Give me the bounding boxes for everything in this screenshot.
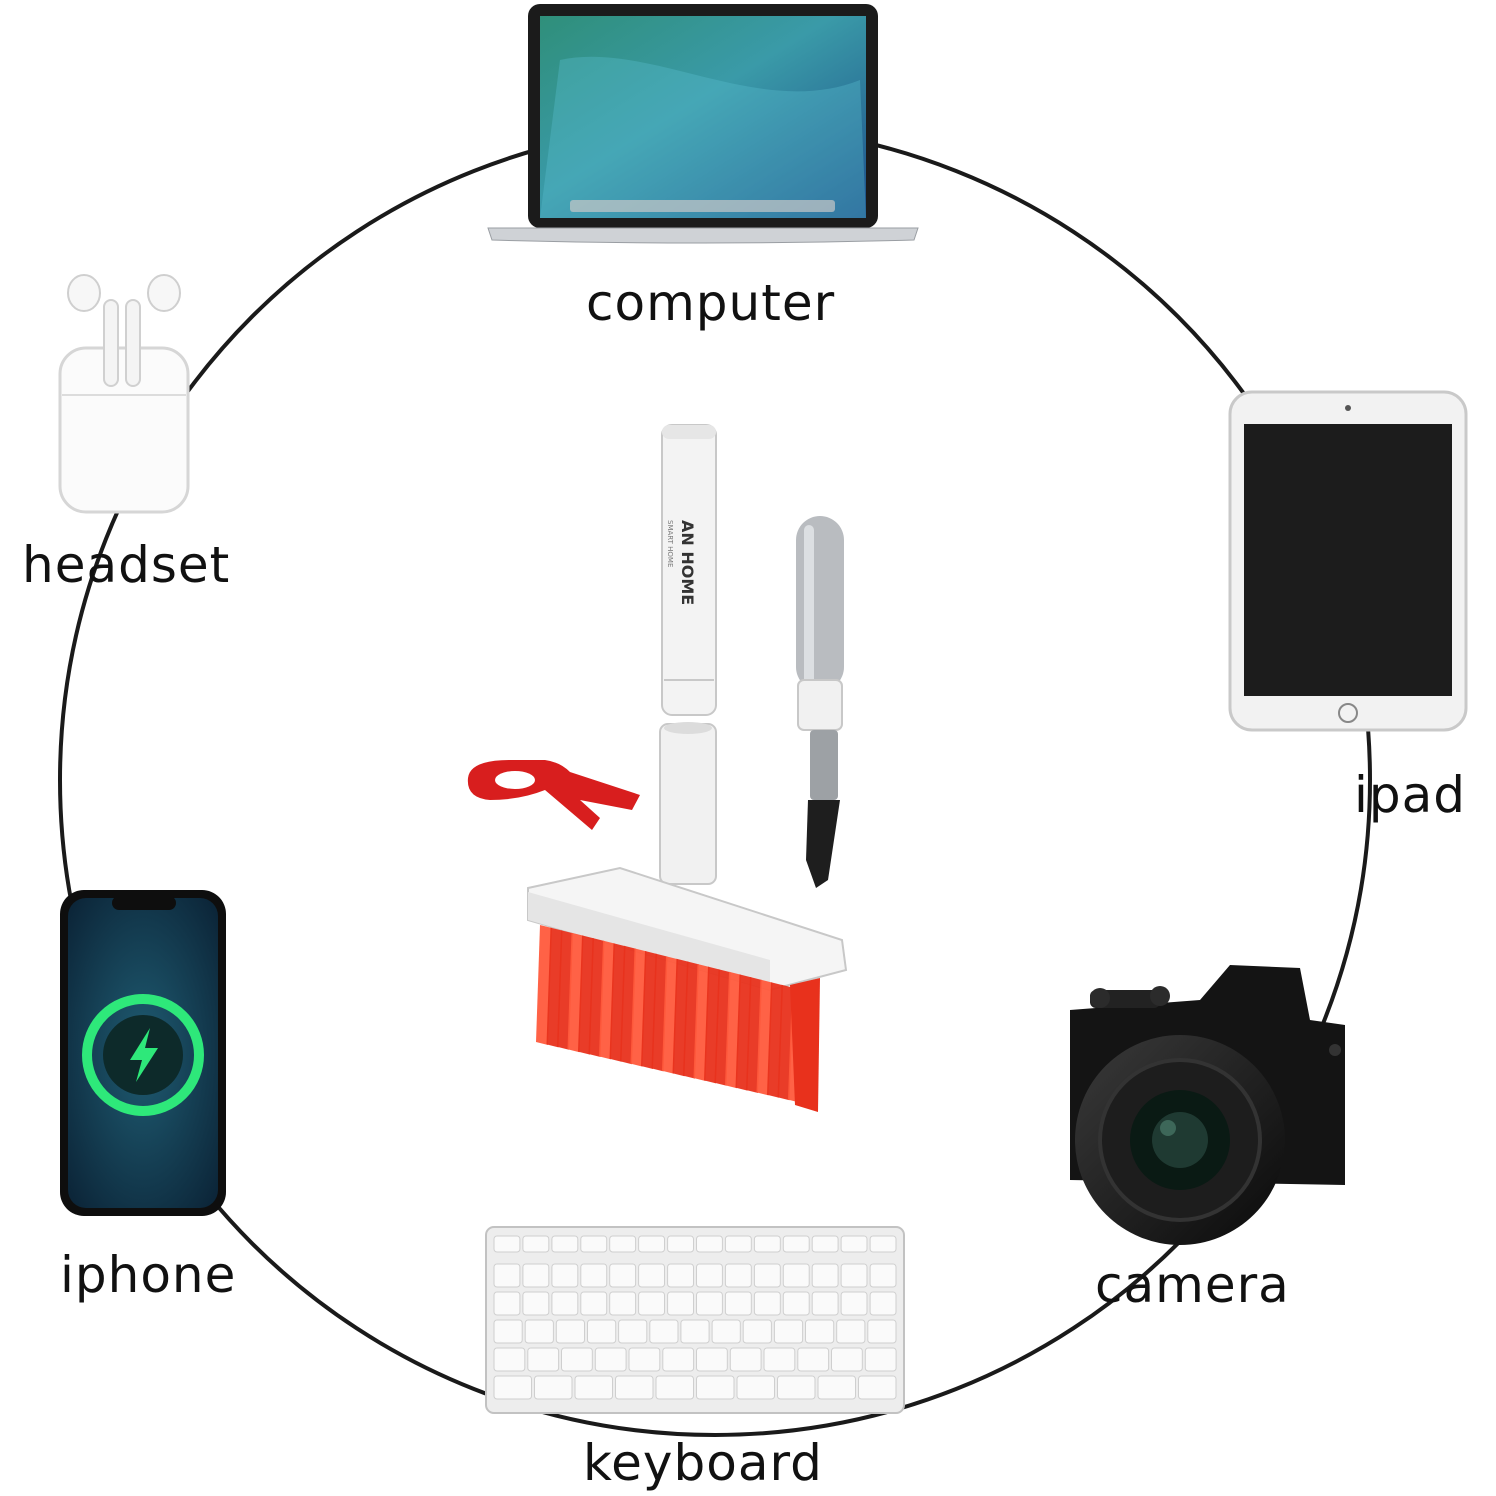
- keyboard-key: [551, 1263, 579, 1288]
- keyboard-key: [615, 1375, 654, 1400]
- keyboard-key: [696, 1375, 735, 1400]
- label-computer: computer: [586, 274, 836, 332]
- keyboard-key: [840, 1291, 868, 1316]
- keyboard-key: [594, 1347, 627, 1372]
- brand-label: AN HOME: [678, 520, 697, 605]
- keyboard-key: [797, 1347, 830, 1372]
- keyboard-key: [618, 1319, 648, 1344]
- keyboard-key: [840, 1263, 868, 1288]
- keyboard-key: [555, 1319, 585, 1344]
- label-camera: camera: [1095, 1256, 1290, 1314]
- keyboard-key: [724, 1263, 752, 1288]
- keyboard-key: [773, 1319, 804, 1344]
- keyboard-key: [493, 1291, 521, 1316]
- bristle-tuft: [790, 978, 820, 1112]
- ipad-icon: [1228, 390, 1468, 732]
- keyboard-key: [667, 1235, 694, 1253]
- keyboard-key: [493, 1263, 521, 1288]
- label-iphone: iphone: [60, 1246, 237, 1304]
- keyboard-key: [817, 1375, 856, 1400]
- label-headset: headset: [22, 536, 231, 594]
- keyboard-key: [609, 1291, 637, 1316]
- keyboard-key: [587, 1319, 617, 1344]
- keyboard-key: [638, 1235, 665, 1253]
- keyboard-key: [551, 1291, 579, 1316]
- keyboard-key: [574, 1375, 613, 1400]
- keyboard-key: [638, 1263, 665, 1288]
- keyboard-key: [493, 1235, 521, 1253]
- keyboard-key: [724, 1291, 752, 1316]
- keyboard-key: [782, 1235, 810, 1253]
- keyboard-key: [831, 1347, 863, 1372]
- keyboard-key: [867, 1319, 897, 1344]
- keyboard-key: [811, 1235, 839, 1253]
- keyboard-key: [782, 1263, 810, 1288]
- keyboard-brush-icon: [527, 866, 848, 1112]
- keyboard-key: [551, 1235, 579, 1253]
- keyboard-key: [724, 1235, 752, 1253]
- keyboard-key: [655, 1375, 694, 1400]
- keyboard-key: [696, 1263, 723, 1288]
- keyboard-key: [811, 1263, 839, 1288]
- headset-icon: [58, 274, 190, 514]
- keyboard-key: [869, 1235, 897, 1253]
- laptop-icon: [487, 4, 919, 244]
- keyboard-key: [869, 1291, 897, 1316]
- keyboard-key: [753, 1263, 781, 1288]
- keyboard-key: [667, 1263, 694, 1288]
- keycap-puller-icon: [467, 760, 640, 830]
- keyboard-key: [696, 1235, 723, 1253]
- keyboard-key: [638, 1291, 665, 1316]
- brand-sub-label: SMART HOME: [666, 520, 674, 567]
- keyboard-key: [753, 1235, 781, 1253]
- keyboard-key: [580, 1263, 608, 1288]
- keyboard-key: [864, 1347, 897, 1372]
- keyboard-key: [869, 1263, 897, 1288]
- keyboard-key: [580, 1235, 608, 1253]
- keyboard-key: [493, 1319, 523, 1344]
- keyboard-key: [609, 1235, 637, 1253]
- cleaning-kit: AN HOME SMART HOME: [467, 424, 848, 1112]
- keyboard-key: [763, 1347, 796, 1372]
- keyboard-key: [782, 1291, 810, 1316]
- keyboard-key: [711, 1319, 741, 1344]
- keyboard-key: [522, 1235, 550, 1253]
- keyboard-key: [628, 1347, 661, 1372]
- keyboard-key: [858, 1375, 897, 1400]
- keyboard-key: [811, 1291, 839, 1316]
- keyboard-key: [649, 1319, 679, 1344]
- keyboard-key: [736, 1375, 775, 1400]
- cleaning-pen-icon: [796, 516, 844, 888]
- keyboard-key: [836, 1319, 866, 1344]
- keyboard-key: [534, 1375, 573, 1400]
- keyboard-key: [522, 1291, 550, 1316]
- keyboard-key: [524, 1319, 554, 1344]
- keyboard-key: [753, 1291, 781, 1316]
- keyboard-key: [696, 1291, 723, 1316]
- keyboard-key: [805, 1319, 835, 1344]
- keyboard-key: [609, 1263, 637, 1288]
- keyboard-key: [561, 1347, 593, 1372]
- camera-icon: [1070, 965, 1345, 1245]
- keyboard-icon: [485, 1226, 905, 1414]
- keyboard-key: [742, 1319, 772, 1344]
- keyboard-key: [667, 1291, 694, 1316]
- label-ipad: ipad: [1354, 766, 1467, 824]
- brush-handle-icon: AN HOME SMART HOME: [659, 424, 717, 885]
- keyboard-key: [527, 1347, 560, 1372]
- keyboard-key: [493, 1375, 532, 1400]
- keyboard-key: [696, 1347, 728, 1372]
- label-keyboard: keyboard: [583, 1434, 823, 1492]
- keyboard-key: [493, 1347, 526, 1372]
- keyboard-key: [680, 1319, 710, 1344]
- keyboard-key: [729, 1347, 762, 1372]
- iphone-icon: [60, 890, 226, 1216]
- keyboard-key: [777, 1375, 816, 1400]
- keyboard-key: [522, 1263, 550, 1288]
- keyboard-key: [662, 1347, 695, 1372]
- keyboard-key: [840, 1235, 868, 1253]
- keyboard-key: [580, 1291, 608, 1316]
